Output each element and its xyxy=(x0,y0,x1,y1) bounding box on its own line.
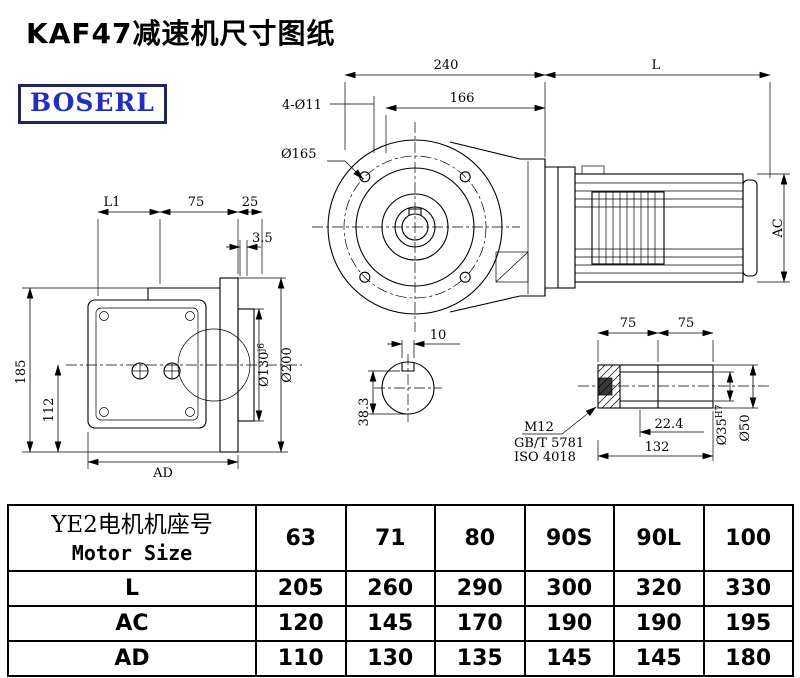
thread-spec-label: M12 xyxy=(524,420,554,435)
key-cross-section xyxy=(598,377,613,396)
front-view xyxy=(312,122,758,332)
dim-bolt-circle-label: Ø165 xyxy=(281,147,316,162)
L-value: 260 xyxy=(344,570,436,607)
dim-AC-label: AC xyxy=(771,218,786,238)
motor-size-71: 71 xyxy=(344,504,436,572)
dim-key-width-label: 10 xyxy=(430,328,447,343)
motor-size-90S: 90S xyxy=(523,504,615,572)
dimension-drawing: 240 L 166 4-Ø11 Ø165 AC xyxy=(14,58,790,481)
dim-240-label: 240 xyxy=(434,58,459,73)
table-row-AD: AD 110 130 135 145 145 180 xyxy=(7,640,794,677)
output-shaft-dimensions: 75 75 M12 GB/T 5781 ISO 4018 22.4 132 Ø3… xyxy=(514,316,758,465)
table-header-row: YE2电机机座号 Motor Size 63 71 80 90S 90L 100 xyxy=(7,504,794,572)
AD-value: 130 xyxy=(344,640,436,677)
row-label-L: L xyxy=(7,570,257,607)
dim-spigot-label: Ø130j6 xyxy=(257,343,272,387)
L-value: 320 xyxy=(613,570,705,607)
motor-size-100: 100 xyxy=(702,504,794,572)
AD-value: 145 xyxy=(523,640,615,677)
dim-166-label: 166 xyxy=(450,91,475,106)
boserl-logo-text: BOSERL xyxy=(30,88,155,117)
dim-75-label: 75 xyxy=(188,195,205,210)
AC-value: 195 xyxy=(702,605,794,642)
dim-bore-value: Ø35 xyxy=(715,418,730,445)
output-shaft-view xyxy=(578,364,772,409)
shaft-end-dimensions: 10 38.3 xyxy=(357,328,460,426)
AC-value: 190 xyxy=(613,605,705,642)
dim-bolt-holes-label: 4-Ø11 xyxy=(282,98,322,113)
dim-112-label: 112 xyxy=(42,398,57,423)
dim-75-left-label: 75 xyxy=(620,316,637,331)
header-motor-size-cell: YE2电机机座号 Motor Size xyxy=(7,504,257,572)
AD-value: 180 xyxy=(702,640,794,677)
boserl-logo: BOSERL xyxy=(18,84,167,124)
dim-22-4-label: 22.4 xyxy=(655,417,684,432)
dim-bore-label: Ø35H7 xyxy=(715,404,730,445)
dim-bore-tolerance: H7 xyxy=(715,404,725,418)
dim-spigot-value: Ø130 xyxy=(257,352,272,387)
AC-value: 170 xyxy=(434,605,526,642)
AD-value: 110 xyxy=(255,640,347,677)
dim-3-5-label: 3.5 xyxy=(252,231,273,246)
dim-25-label: 25 xyxy=(242,195,259,210)
motor-size-table: YE2电机机座号 Motor Size 63 71 80 90S 90L 100… xyxy=(7,504,794,677)
L-value: 330 xyxy=(702,570,794,607)
standard-iso-label: ISO 4018 xyxy=(514,450,576,465)
dim-key-depth-label: 38.3 xyxy=(357,398,372,427)
dim-od-label: Ø50 xyxy=(738,414,753,441)
AC-value: 120 xyxy=(255,605,347,642)
dim-motor-length-label: L xyxy=(652,58,661,73)
front-view-dimensions: 240 L 166 4-Ø11 Ø165 AC xyxy=(281,58,790,283)
table-row-AC: AC 120 145 170 190 190 195 xyxy=(7,605,794,642)
shaft-end-view xyxy=(374,354,442,422)
row-label-AC: AC xyxy=(7,605,257,642)
dim-spigot-tolerance: j6 xyxy=(257,343,267,353)
table-row-L: L 205 260 290 300 320 330 xyxy=(7,570,794,607)
AD-value: 135 xyxy=(434,640,526,677)
dim-75-right-label: 75 xyxy=(678,316,695,331)
motor-size-90L: 90L xyxy=(613,504,705,572)
standard-gb-label: GB/T 5781 xyxy=(514,436,584,451)
AD-value: 145 xyxy=(613,640,705,677)
AC-value: 145 xyxy=(344,605,436,642)
header-cn: YE2电机机座号 xyxy=(51,512,213,538)
motor-size-63: 63 xyxy=(255,504,347,572)
header-en: Motor Size xyxy=(71,541,193,565)
AC-value: 190 xyxy=(523,605,615,642)
dim-L1-label: L1 xyxy=(104,195,121,210)
dim-AD-label: AD xyxy=(152,466,173,481)
L-value: 205 xyxy=(255,570,347,607)
dim-flange-od-label: Ø200 xyxy=(280,347,295,382)
L-value: 290 xyxy=(434,570,526,607)
dim-132-label: 132 xyxy=(645,440,670,455)
dim-185-label: 185 xyxy=(14,360,29,385)
L-value: 300 xyxy=(523,570,615,607)
side-view-dimensions: L1 75 25 3.5 185 112 AD Ø130j6 Ø200 xyxy=(14,195,295,481)
row-label-AD: AD xyxy=(7,640,257,677)
motor-size-80: 80 xyxy=(434,504,526,572)
page-title: KAF47减速机尺寸图纸 xyxy=(26,17,336,50)
